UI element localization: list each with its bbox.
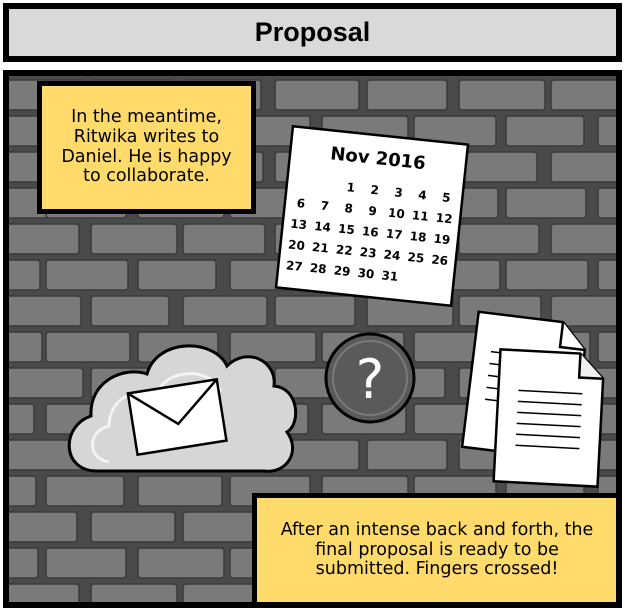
brick [9, 403, 35, 435]
calendar-day: 2 [370, 183, 380, 198]
brick [90, 511, 176, 543]
brick [505, 259, 589, 291]
brick [597, 331, 616, 363]
brick [9, 547, 39, 579]
brick [9, 259, 41, 291]
calendar-day: 7 [320, 199, 330, 214]
caption-top: In the meantime, Ritwika writes to Danie… [37, 81, 256, 214]
calendar-day: 12 [435, 211, 453, 227]
calendar-day: 16 [361, 224, 379, 240]
title-bar: Proposal [3, 3, 622, 62]
documents-icon [460, 310, 605, 488]
calendar-day: 9 [368, 204, 378, 219]
caption-top-text: In the meantime, Ritwika writes to Danie… [61, 107, 232, 187]
calendar-day: 31 [381, 268, 399, 284]
calendar-day: 29 [333, 263, 351, 279]
brick [182, 223, 266, 255]
brick [550, 79, 616, 111]
calendar-day: 14 [314, 219, 332, 235]
brick [505, 187, 587, 219]
calendar-day: 21 [311, 240, 329, 256]
calendar-day: 27 [285, 258, 303, 274]
calendar-day: 10 [387, 206, 405, 222]
brick [597, 259, 616, 291]
brick [9, 511, 78, 543]
brick [9, 475, 37, 507]
brick [137, 259, 217, 291]
brick [90, 295, 170, 327]
brick [366, 439, 448, 471]
brick [550, 295, 616, 327]
brick [597, 187, 616, 219]
calendar-day: 30 [357, 266, 375, 282]
calendar-day: 8 [344, 201, 354, 216]
brick [458, 79, 546, 111]
question-mark: ? [356, 348, 385, 411]
caption-bottom: After an intense back and forth, the fin… [252, 493, 616, 602]
brick [505, 115, 585, 147]
calendar-day: 4 [418, 188, 428, 203]
calendar-day: 19 [433, 232, 451, 248]
brick [137, 475, 223, 507]
calendar-day: 24 [383, 247, 401, 263]
calendar-day: 26 [431, 252, 449, 268]
question-icon: ? [324, 332, 416, 424]
brick [9, 331, 43, 363]
brick [90, 583, 178, 602]
calendar-day: 15 [337, 222, 355, 238]
calendar-day: 5 [441, 190, 451, 205]
brick [597, 115, 616, 147]
calendar-day: 23 [359, 245, 377, 261]
brick [45, 475, 125, 507]
calendar-day: 20 [287, 237, 305, 253]
calendar-day: 22 [335, 242, 353, 258]
brick [9, 367, 84, 399]
brick [366, 79, 448, 111]
calendar-day: 18 [409, 229, 427, 245]
brick [229, 331, 317, 363]
brick [550, 223, 616, 255]
calendar-day: 3 [394, 185, 404, 200]
brick [9, 583, 80, 602]
brick [550, 151, 616, 183]
brick [45, 259, 129, 291]
calendar-day: 6 [296, 196, 306, 211]
brick [45, 331, 131, 363]
page-title: Proposal [9, 9, 616, 56]
brick [45, 547, 127, 579]
calendar-day: 28 [309, 261, 327, 277]
brick [9, 223, 80, 255]
calendar-day: 17 [385, 227, 403, 243]
brick [274, 295, 356, 327]
calendar-day: 11 [411, 208, 429, 224]
calendar-day: 25 [407, 250, 425, 266]
brick [182, 295, 268, 327]
caption-bottom-text: After an intense back and forth, the fin… [280, 520, 594, 580]
calendar-day: 1 [346, 180, 356, 195]
brick [9, 295, 82, 327]
brick [137, 547, 225, 579]
envelope-icon [126, 377, 228, 457]
calendar-day: 13 [290, 217, 308, 233]
brick [90, 223, 178, 255]
brick [274, 79, 360, 111]
